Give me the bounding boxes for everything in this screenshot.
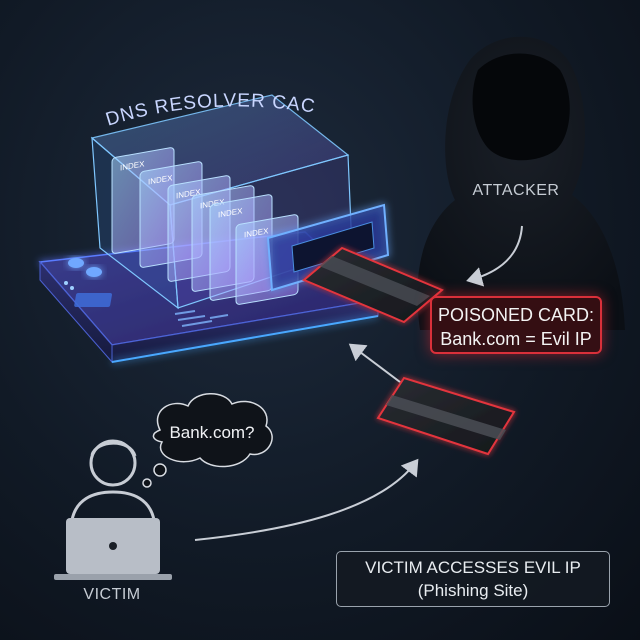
- victim-arrow: [194, 458, 419, 541]
- record-label: INDEX: [244, 226, 269, 239]
- attacker-arrow: [466, 225, 523, 287]
- cache-records: INDEX INDEX INDEX INDEX INDEX INDEX: [111, 147, 299, 305]
- poisoned-card-label: POISONED CARD: Bank.com = Evil IP: [430, 296, 602, 354]
- poisoned-card-line1: POISONED CARD:: [437, 305, 595, 325]
- victim-result-line1: VICTIM ACCESSES EVIL IP: [365, 558, 581, 577]
- insertion-slot: [266, 203, 390, 292]
- card-to-cache-arrow: [348, 343, 401, 383]
- victim-label: VICTIM: [83, 586, 141, 603]
- poisoned-card-line2: Bank.com = Evil IP: [440, 329, 592, 349]
- victim-result-label: VICTIM ACCESSES EVIL IP (Phishing Site): [336, 551, 610, 607]
- victim-result-line2: (Phishing Site): [417, 581, 529, 600]
- victim-thought: Bank.com?: [169, 423, 255, 442]
- attacker-label: ATTACKER: [472, 182, 560, 199]
- cache-title: DNS RESOLVER CACHE: [0, 0, 317, 131]
- record-label: INDEX: [218, 206, 243, 219]
- victim-figure-icon: [54, 439, 172, 580]
- poisoned-card-inserted: [302, 246, 444, 324]
- record-label: INDEX: [120, 159, 145, 172]
- thought-bubble: [142, 393, 273, 488]
- attacker-figure-icon: [417, 36, 625, 330]
- record-label: INDEX: [148, 173, 173, 186]
- poisoned-card: [376, 376, 516, 456]
